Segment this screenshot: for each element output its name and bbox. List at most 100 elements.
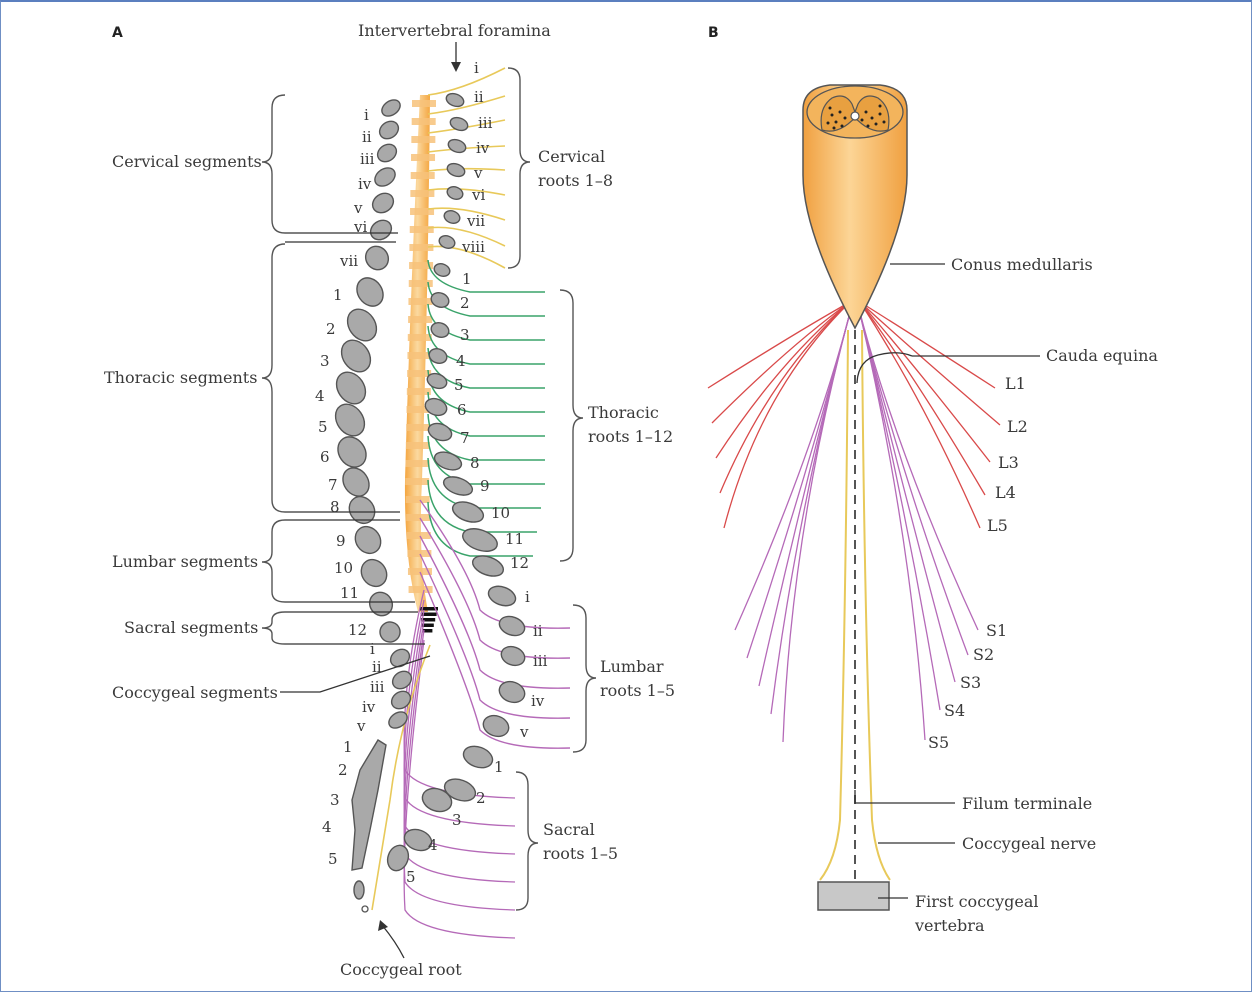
left-segment-numeral: 5	[328, 850, 338, 868]
vertebra-right	[426, 420, 454, 443]
cervical-root-numeral: ii	[474, 88, 484, 106]
left-segment-numeral: ii	[372, 658, 382, 676]
sacral-roots-line1: Sacral	[543, 820, 595, 839]
lumbar-root-left	[708, 302, 850, 388]
tract-dot	[831, 114, 834, 117]
cervical-roots-line2: roots 1–8	[538, 171, 613, 190]
vertebra	[369, 189, 397, 216]
thoracic-roots-brace	[560, 290, 583, 561]
vertebra	[332, 431, 372, 472]
lumbar-root-numeral: i	[525, 588, 530, 606]
cauda-equina-arc	[857, 353, 912, 383]
thoracic-root-numeral: 3	[460, 326, 470, 344]
left-segment-numeral: 3	[330, 791, 340, 809]
sacral-root-numeral: 3	[452, 811, 462, 829]
thoracic-root-numeral: 4	[456, 352, 466, 370]
coccygeal-root-label: Coccygeal root	[340, 960, 462, 979]
left-segment-numeral: iii	[370, 678, 385, 696]
vertebra-right	[450, 498, 486, 526]
lumbar-roots-line1: Lumbar	[600, 657, 664, 676]
cervical-root-numeral: iii	[478, 114, 493, 132]
left-segment-numeral: 10	[334, 559, 353, 577]
vertebra-right	[441, 473, 475, 498]
lumbar-segments-label: Lumbar segments	[112, 552, 258, 571]
cord-segment	[410, 190, 434, 197]
conus-medullaris-label: Conus medullaris	[951, 255, 1093, 274]
tract-dot	[827, 122, 830, 125]
left-segment-numeral: 4	[322, 818, 332, 836]
cervical-root	[428, 146, 505, 152]
vertebra	[367, 216, 395, 243]
first-coccygeal-vertebra-box	[818, 882, 889, 910]
vertebra	[361, 242, 393, 274]
left-segment-numeral: 2	[338, 761, 348, 779]
thoracic-root-numeral: 9	[480, 477, 490, 495]
vertebra	[389, 668, 415, 693]
vertebra-right	[460, 742, 495, 771]
vertebra-right	[445, 185, 464, 202]
vertebra-right	[497, 613, 528, 639]
cervical-segments-brace	[262, 95, 285, 233]
lumbar-root-left	[720, 302, 850, 493]
cord-segment	[412, 118, 436, 125]
cervical-root-numeral: v	[473, 164, 483, 182]
vertebra	[330, 399, 371, 442]
lumbar-root-left	[716, 302, 850, 458]
thoracic-root-numeral: 11	[505, 530, 524, 548]
vertebra	[336, 335, 377, 378]
sacral-root-label-4: S4	[944, 701, 965, 720]
thoracic-root-numeral: 7	[460, 429, 470, 447]
vertebra	[338, 463, 375, 501]
cord-segment	[406, 496, 430, 503]
sacral-root-label-5: S5	[928, 733, 949, 752]
vertebra	[376, 118, 402, 143]
cervical-root-numeral: iv	[476, 139, 490, 157]
cord-segment	[412, 100, 436, 107]
thoracic-segments-brace	[262, 244, 285, 512]
left-segment-numeral: 7	[328, 476, 338, 494]
tract-dot	[844, 117, 847, 120]
tract-dot	[871, 117, 874, 120]
thoracic-root-numeral: 2	[460, 294, 470, 312]
cord-segment	[408, 298, 432, 305]
sacral-root-left	[759, 305, 852, 686]
left-segment-numeral: 2	[326, 320, 336, 338]
vertebra-right	[429, 320, 451, 339]
lumbar-root-numeral: iv	[531, 692, 545, 710]
tract-dot	[875, 123, 878, 126]
cervical-root	[428, 169, 505, 171]
sacral-roots-line2: roots 1–5	[543, 844, 618, 863]
lumbar-root-label-5: L5	[987, 516, 1008, 535]
coccygeal-segments-label: Coccygeal segments	[112, 683, 278, 702]
cord-segment	[408, 316, 432, 323]
vertebra	[376, 618, 404, 646]
lumbar-root-numeral: iii	[533, 652, 548, 670]
sacral-root-label-1: S1	[986, 621, 1007, 640]
left-segment-numeral: vi	[353, 218, 367, 236]
cord-segment	[411, 172, 435, 179]
cervical-root	[428, 96, 505, 114]
lumbar-root-numeral: v	[519, 723, 529, 741]
coccygeal-root-arrow	[382, 925, 404, 958]
coccyx	[354, 881, 364, 899]
filum-leader	[855, 790, 955, 803]
left-segment-numeral: 8	[330, 498, 340, 516]
panel-b-group: Conus medullaris Cauda equina Filum term…	[708, 85, 1158, 935]
cervical-roots-brace	[508, 68, 530, 268]
lumbar-segments-brace	[262, 520, 285, 602]
cord-segment	[406, 460, 430, 467]
vertebra	[356, 555, 392, 592]
sacral-root-left	[735, 305, 852, 630]
left-segment-numeral: 12	[348, 621, 367, 639]
thoracic-root-numeral: 6	[457, 401, 467, 419]
lumbar-roots-brace	[573, 605, 596, 752]
vertebra-right	[486, 583, 518, 609]
tract-dot	[865, 111, 868, 114]
left-segment-numeral: 4	[315, 387, 325, 405]
tract-dot	[867, 125, 870, 128]
sacral-segments-label: Sacral segments	[124, 618, 258, 637]
coccygeal-root-arrow-head	[378, 920, 388, 931]
lumbar-root-label-2: L2	[1007, 417, 1028, 436]
vertebra-right	[446, 137, 467, 154]
thoracic-roots-line2: roots 1–12	[588, 427, 673, 446]
